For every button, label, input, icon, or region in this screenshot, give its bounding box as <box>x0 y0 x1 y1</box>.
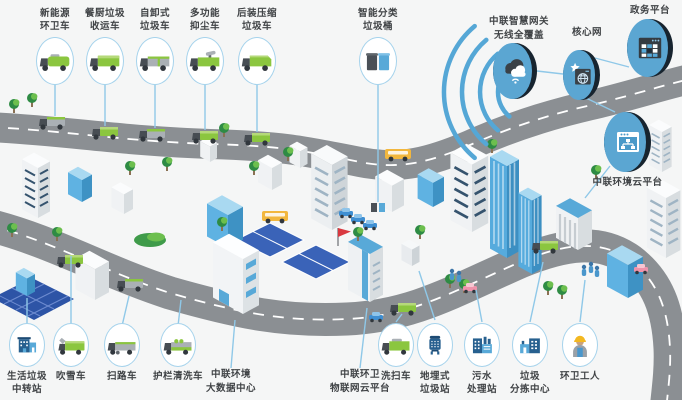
transfer-station-icon <box>17 337 37 353</box>
node-label: 吹雪车 <box>55 371 86 382</box>
node-circle <box>104 323 140 367</box>
big-data-center-building <box>213 233 259 314</box>
node-circle <box>9 323 45 367</box>
bottom-node-garbage-sorting-center: 垃圾 分拣中心 <box>494 323 566 397</box>
cloud-platform-icon <box>616 132 639 152</box>
bottom-node-waste-transfer-station: 生活垃圾 中转站 <box>0 323 63 397</box>
node-label: 自卸式 垃圾车 <box>139 8 170 33</box>
node-circle <box>36 36 74 85</box>
node-label: 多功能 抑尘车 <box>189 8 220 33</box>
node-label: 后装压缩 垃圾车 <box>236 8 277 33</box>
flag <box>337 228 351 246</box>
guardrail-washing-truck-icon <box>163 338 192 355</box>
node-label: 餐厨垃圾 收运车 <box>84 8 125 33</box>
bottom-node-underground-garbage-station: 地埋式 垃圾站 <box>399 323 471 397</box>
sorting-center-icon <box>520 338 540 354</box>
node-circle <box>160 323 196 367</box>
bottom-node-guardrail-washing-truck: 护栏清洗车 <box>142 323 214 383</box>
gov-dashboard-icon <box>638 37 662 59</box>
gov-platform-node <box>627 19 673 77</box>
dump-garbage-truck-icon <box>139 56 170 71</box>
node-circle <box>512 323 548 367</box>
sewage-station-icon <box>472 336 492 354</box>
node-circle <box>136 36 174 85</box>
cloud-gateway-icon <box>505 59 526 84</box>
big-data-center-label: 中联环境 大数据中心 <box>205 369 256 394</box>
top-node-kitchen-waste-truck: 餐厨垃圾 收运车 <box>65 7 145 85</box>
bottom-node-wash-sweep-truck: 洗扫车 <box>360 323 432 383</box>
node-circle <box>238 36 276 85</box>
kitchen-waste-truck-icon <box>89 55 120 71</box>
core-network-node <box>563 50 600 100</box>
gateway-node <box>493 43 537 99</box>
iot-platform-building <box>348 234 383 302</box>
smart-bins-icon <box>366 52 390 70</box>
road-sweeper-truck-icon <box>107 341 136 355</box>
cloud-platform-label: 中联环境云平台 <box>592 177 663 188</box>
bank-building <box>556 198 592 250</box>
node-circle <box>186 36 224 85</box>
core-network-icon <box>569 62 591 85</box>
street-bins <box>371 203 385 212</box>
node-label: 环卫工人 <box>559 371 600 382</box>
underground-station-icon <box>429 335 441 355</box>
node-circle <box>464 323 500 367</box>
dust-suppression-truck-icon <box>189 50 220 71</box>
iot-cloud-platform-label: 中联环卫 物联网云平台 <box>329 369 390 394</box>
buildings <box>15 118 682 314</box>
node-label: 地埋式 垃圾站 <box>419 371 450 396</box>
sanitation-worker-icon <box>573 335 587 357</box>
node-label: 垃圾 分拣中心 <box>509 371 550 396</box>
cloud-platform-node <box>604 112 651 172</box>
node-label: 智能分类 垃圾桶 <box>357 8 398 33</box>
top-node-rear-compactor-truck: 后装压缩 垃圾车 <box>217 7 297 85</box>
wash-sweep-truck-icon <box>381 338 410 355</box>
gov-platform-label: 政务平台 <box>629 5 670 16</box>
node-label: 洗扫车 <box>380 371 411 382</box>
top-node-dust-suppression-truck: 多功能 抑尘车 <box>165 7 245 85</box>
bottom-node-sewage-treatment-station: 污水 处理站 <box>446 323 518 397</box>
node-circle <box>53 323 89 367</box>
core-network-label: 核心网 <box>571 27 602 38</box>
wifi-arcs <box>441 23 512 161</box>
node-label: 污水 处理站 <box>466 371 497 396</box>
bottom-node-road-sweeper-truck: 扫路车 <box>86 323 158 383</box>
top-node-new-energy-truck: 新能源 环卫车 <box>15 7 95 85</box>
bottom-node-snow-blower-truck: 吹雪车 <box>35 323 107 383</box>
top-node-dump-garbage-truck: 自卸式 垃圾车 <box>115 7 195 85</box>
node-circle <box>562 323 598 367</box>
node-circle <box>378 323 414 367</box>
bottom-node-sanitation-worker: 环卫工人 <box>544 323 616 383</box>
node-label: 扫路车 <box>106 371 137 382</box>
solar-panel <box>0 278 74 320</box>
connector-lines <box>26 57 630 369</box>
node-circle <box>417 323 453 367</box>
node-circle <box>359 36 397 85</box>
new-energy-truck-icon <box>39 53 70 71</box>
node-label: 护栏清洗车 <box>152 371 203 382</box>
top-node-smart-sorting-bins: 智能分类 垃圾桶 <box>338 7 418 85</box>
node-label: 新能源 环卫车 <box>39 8 70 33</box>
snow-blower-truck-icon <box>58 337 85 355</box>
rear-compactor-truck-icon <box>241 55 272 71</box>
node-circle <box>86 36 124 85</box>
gateway-label: 中联智慧网关 无线全覆盖 <box>488 16 549 41</box>
node-label: 生活垃圾 中转站 <box>6 371 47 396</box>
